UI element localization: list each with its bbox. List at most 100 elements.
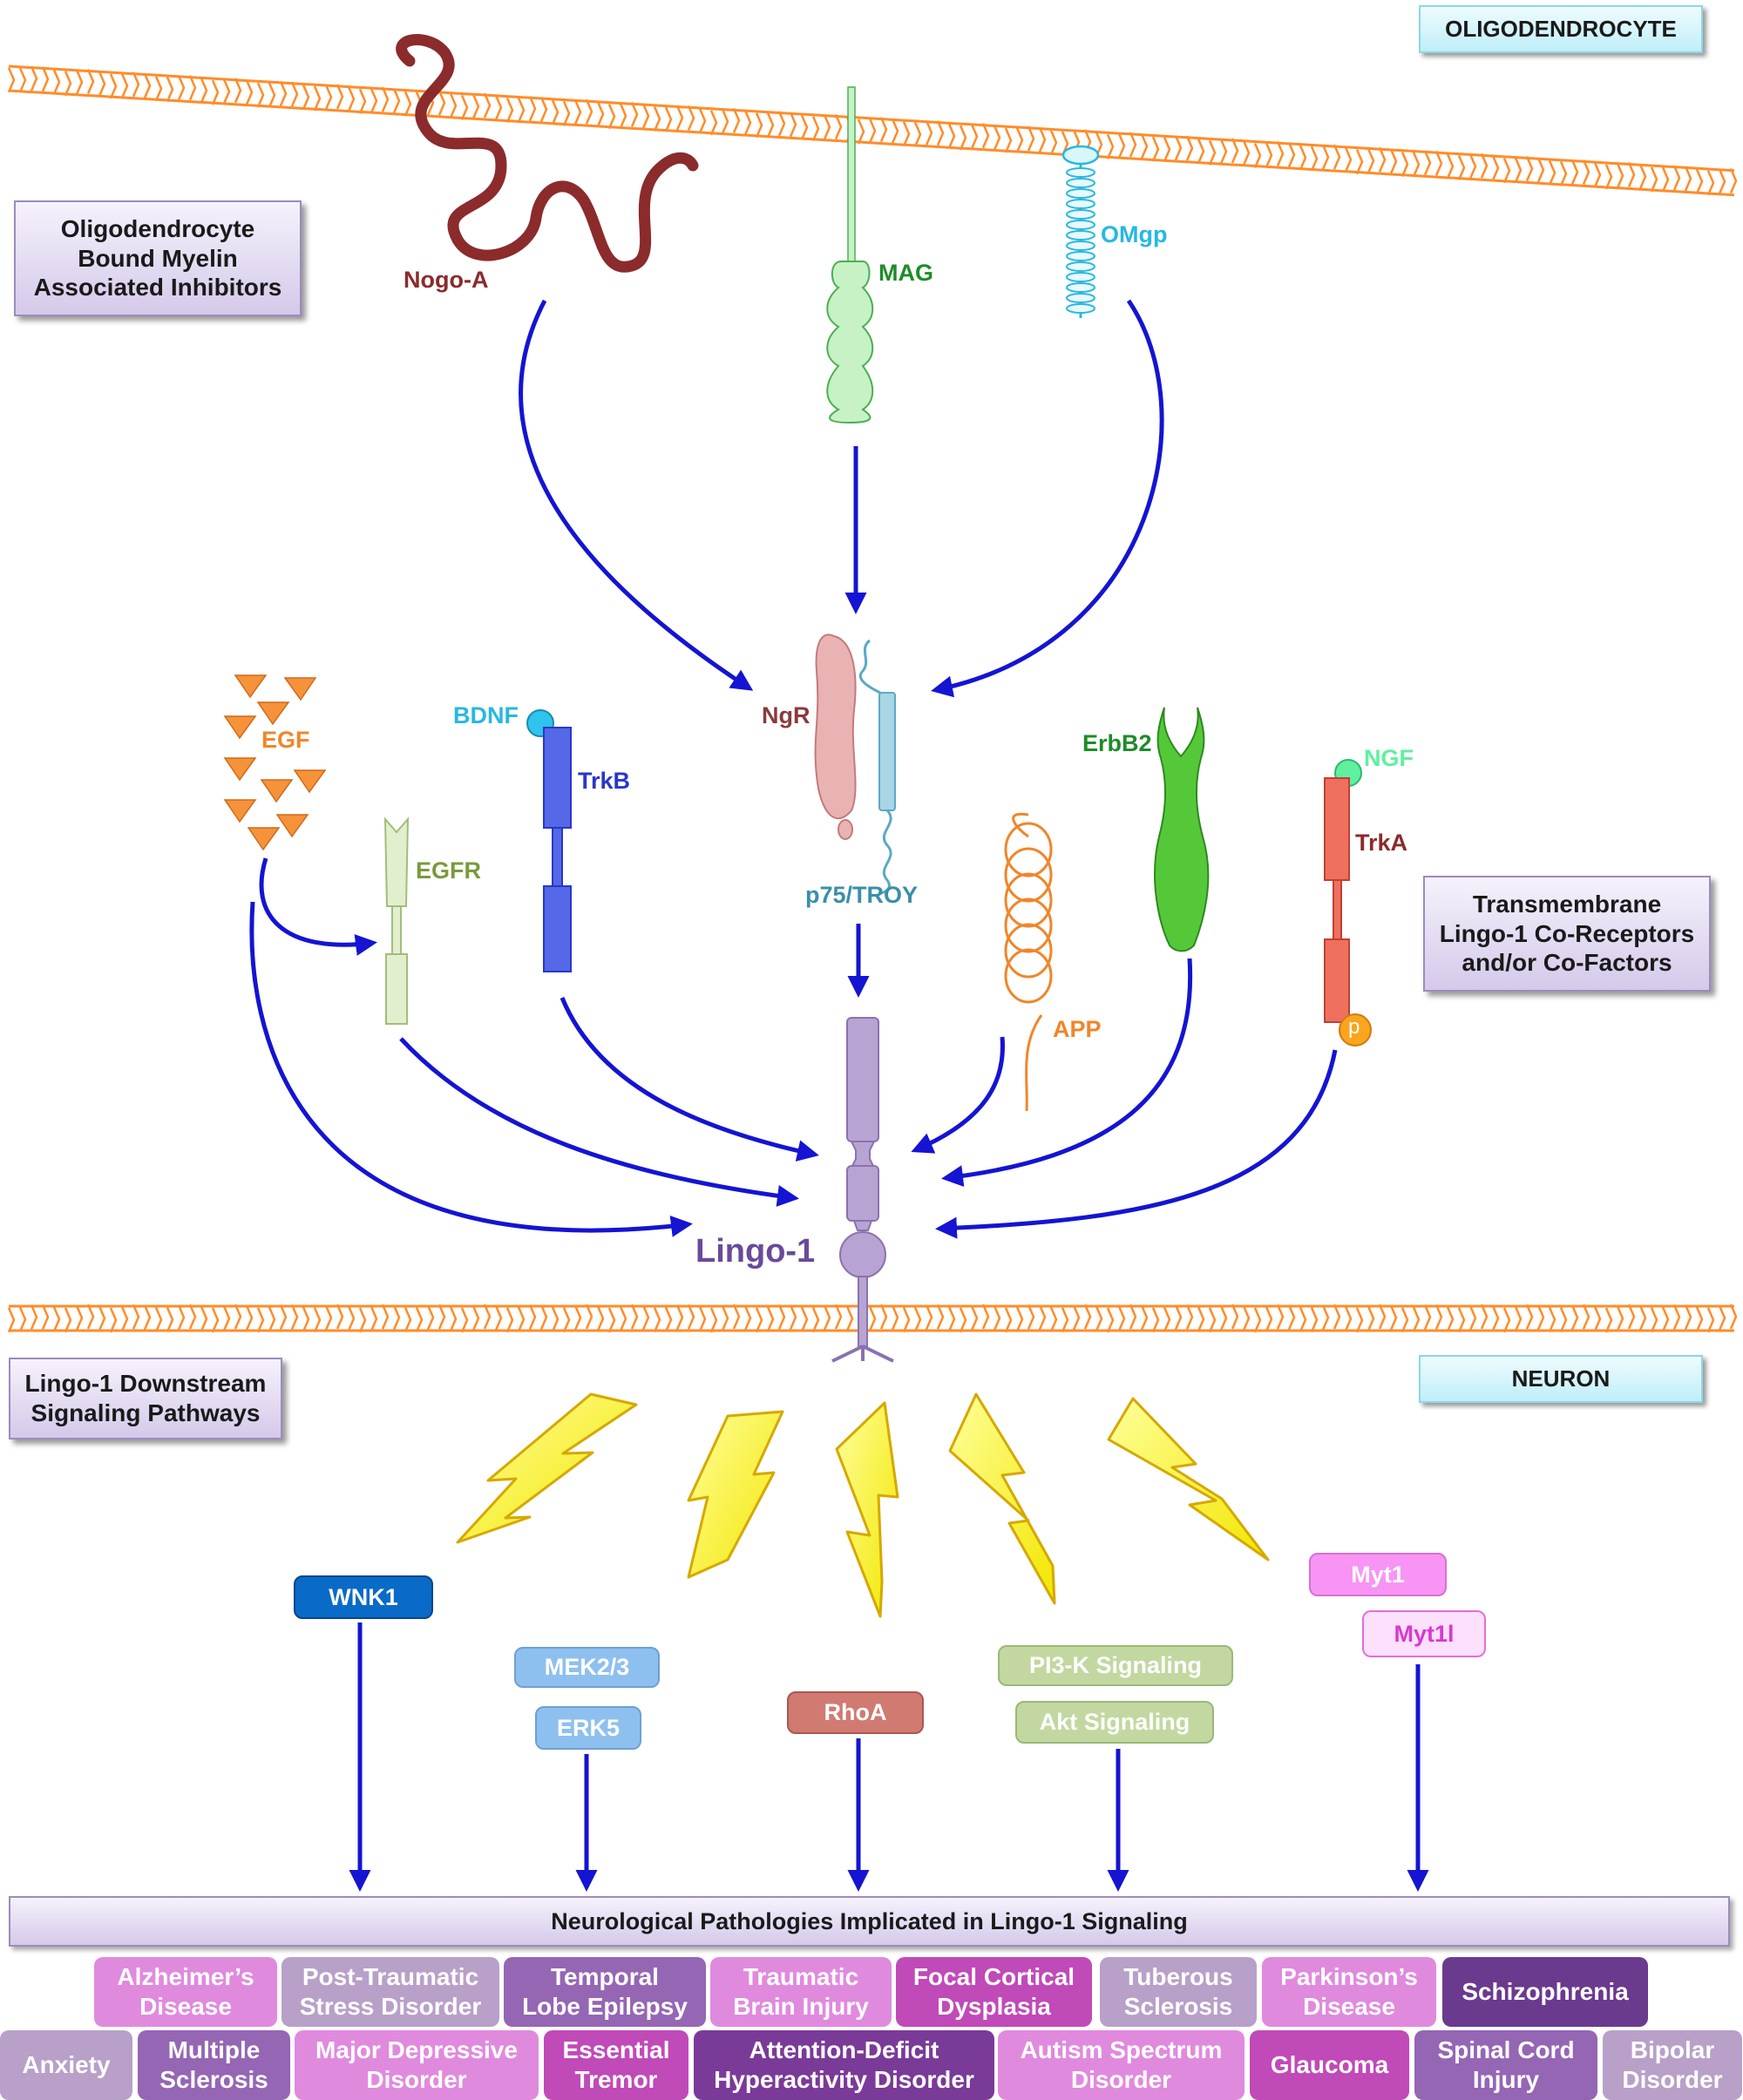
myelin-inhibitors-line3: Associated Inhibitors [33, 274, 282, 301]
trka-receptor [1324, 777, 1350, 1023]
egf-ligands [223, 674, 327, 851]
mag-label: MAG [878, 260, 933, 286]
egfr-receptor [383, 816, 410, 1025]
myelin-inhibitors-line2: Bound Myelin [78, 244, 238, 272]
trka-label: TrkA [1355, 830, 1408, 856]
egfr-to-lingo-arrow [399, 1037, 799, 1207]
lingo1-label: Lingo-1 [695, 1233, 816, 1270]
myelin-inhibitors-box: Oligodendrocyte Bound Myelin Associated … [14, 200, 302, 316]
pathology-label: Stress Disorder [299, 1993, 482, 2020]
trkb-label: TrkB [578, 768, 631, 794]
pathology-box: Anxiety [0, 2030, 132, 2100]
pathology-label: Disease [1303, 1993, 1395, 2020]
egf-to-lingo-arrow [249, 901, 693, 1237]
app-to-lingo-arrow [911, 1036, 1005, 1154]
pathology-label: Temporal [551, 1963, 659, 1991]
downstream-line1: Lingo-1 Downstream [24, 1370, 267, 1398]
pathology-label: Focal Cortical [912, 1963, 1075, 1991]
pathology-label: Disorder [1070, 2066, 1172, 2093]
app-protein [1004, 812, 1053, 1112]
co-receptors-box: Transmembrane Lingo-1 Co-Receptors and/o… [1423, 876, 1711, 992]
neuron-membrane [7, 1304, 1738, 1333]
pathology-label: Bipolar [1630, 2036, 1715, 2064]
pathology-box: Schizophrenia [1442, 1957, 1648, 2027]
pathology-label: Glaucoma [1270, 2051, 1389, 2079]
bolt-mek [687, 1410, 784, 1579]
bolt-wnk1 [456, 1392, 638, 1544]
app-label: APP [1053, 1016, 1102, 1042]
erbb2-receptor [1154, 707, 1210, 952]
akt-pill: Akt Signaling [1015, 1701, 1214, 1744]
co-receptors-line3: and/or Co-Factors [1462, 949, 1672, 977]
rhoa-pill: RhoA [787, 1691, 924, 1734]
co-receptors-line2: Lingo-1 Co-Receptors [1439, 919, 1695, 947]
myelin-inhibitors-line1: Oligodendrocyte [60, 215, 255, 243]
oligodendrocyte-membrane [7, 64, 1738, 197]
pathology-label: Attention-Deficit [749, 2036, 939, 2064]
pathology-label: Lobe Epilepsy [522, 1993, 688, 2020]
ngr-label: NgR [762, 702, 810, 728]
pathology-label: Anxiety [22, 2051, 111, 2079]
pathology-label: Post-Traumatic [302, 1963, 479, 1991]
nogo-a-protein [396, 34, 699, 273]
nogo-to-ngr-arrow [519, 299, 754, 691]
p75-troy-label: p75/TROY [805, 882, 919, 908]
trka-to-lingo-arrow [935, 1049, 1338, 1239]
downstream-line2: Signaling Pathways [31, 1399, 261, 1426]
trkb-receptor [543, 727, 572, 972]
pathology-label: Parkinson’s [1280, 1963, 1418, 1991]
pathology-label: Sclerosis [159, 2066, 268, 2093]
pathology-label: Traumatic [743, 1963, 859, 1991]
phospho-label: p [1348, 1015, 1360, 1039]
myt1l-pill: Myt1l [1362, 1610, 1486, 1657]
p75-troy-receptor [859, 639, 896, 895]
pathology-label: Autism Spectrum [1020, 2036, 1223, 2064]
mek23-pill: MEK2/3 [514, 1647, 660, 1688]
pathologies-title: Neurological Pathologies Implicated in L… [9, 1896, 1730, 1947]
pathology-label: Tremor [574, 2066, 658, 2093]
pathology-label: Dysplasia [937, 1993, 1051, 2020]
pathology-label: Tuberous [1123, 1963, 1233, 1991]
pathology-label: Disease [139, 1993, 232, 2020]
egf-label: EGF [261, 727, 310, 753]
downstream-box: Lingo-1 Downstream Signaling Pathways [9, 1358, 282, 1440]
erbb2-label: ErbB2 [1082, 730, 1152, 756]
pathology-label: Injury [1472, 2066, 1540, 2093]
pathology-label: Alzheimer’s [117, 1963, 254, 1991]
neuron-tag: NEURON [1419, 1355, 1703, 1403]
pathology-label: Hyperactivity Disorder [714, 2066, 974, 2093]
pathology-box: Glaucoma [1250, 2030, 1409, 2100]
bolt-rhoa [835, 1401, 899, 1618]
pathology-label: Disorder [1622, 2066, 1723, 2093]
lingo1-receptor [831, 1017, 894, 1363]
bolt-myt [1107, 1397, 1270, 1561]
oligodendrocyte-tag: OLIGODENDROCYTE [1419, 5, 1703, 53]
ngf-label: NGF [1364, 745, 1414, 771]
phospho-group [1339, 1013, 1372, 1047]
pathology-label: Major Depressive [315, 2036, 518, 2064]
co-receptors-line1: Transmembrane [1472, 891, 1662, 918]
myt1-pill: Myt1 [1309, 1553, 1447, 1596]
erbb2-to-lingo-arrow [941, 958, 1193, 1188]
trkb-to-lingo-arrow [560, 997, 819, 1162]
pathology-label: Disorder [366, 2066, 467, 2093]
omgp-to-ngr-arrow [931, 299, 1164, 698]
erk5-pill: ERK5 [535, 1706, 641, 1750]
bolt-pi3k [948, 1392, 1056, 1605]
pathology-label: Essential [562, 2036, 670, 2064]
bdnf-label: BDNF [453, 702, 519, 728]
pathology-label: Schizophrenia [1462, 1978, 1629, 2006]
nogo-a-label: Nogo-A [404, 267, 489, 293]
pathology-label: Spinal Cord [1437, 2036, 1575, 2064]
